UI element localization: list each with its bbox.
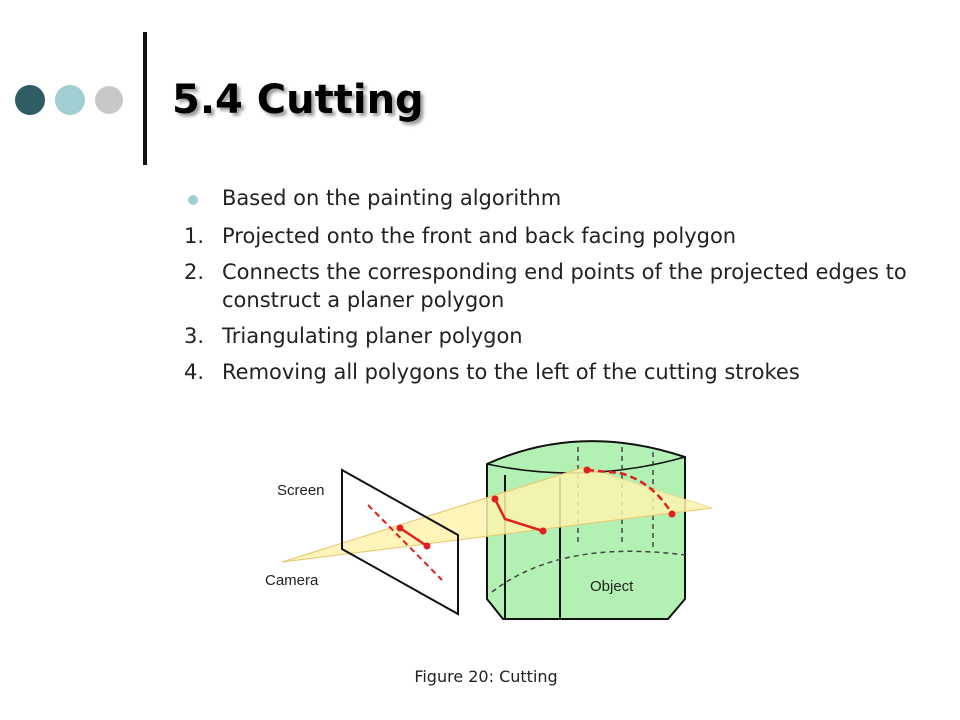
projection-ray-bottom bbox=[281, 507, 713, 563]
screen-plane bbox=[341, 468, 459, 616]
screen-stroke-dashed bbox=[367, 504, 443, 581]
step-number: 2. bbox=[184, 260, 205, 284]
slide-content: Based on the painting algorithm 1. Proje… bbox=[184, 184, 944, 386]
projection-ray-top bbox=[281, 466, 586, 563]
decorative-dot-dark bbox=[15, 85, 45, 115]
object-hidden-base bbox=[491, 550, 686, 593]
stroke-point bbox=[396, 524, 404, 532]
slide-title: 5.4 Cutting bbox=[172, 77, 424, 123]
step-item-4: 4. Removing all polygons to the left of … bbox=[184, 358, 944, 386]
cutting-diagram: Screen Camera Object bbox=[265, 440, 713, 620]
back-stroke bbox=[586, 468, 674, 515]
stroke-point bbox=[668, 510, 676, 518]
step-number: 4. bbox=[184, 360, 205, 384]
screen-stroke bbox=[399, 526, 428, 548]
bullet-dot-icon bbox=[188, 195, 198, 205]
stroke-point bbox=[491, 495, 499, 503]
bullet-text: Based on the painting algorithm bbox=[222, 186, 562, 210]
step-number: 3. bbox=[184, 324, 205, 348]
stroke-point bbox=[539, 527, 547, 535]
step-text: Connects the corresponding end points of… bbox=[222, 260, 907, 312]
screen-label: Screen bbox=[277, 482, 325, 499]
bullet-item: Based on the painting algorithm bbox=[184, 184, 944, 212]
step-number: 1. bbox=[184, 224, 205, 248]
decorative-dot-teal bbox=[55, 85, 85, 115]
cutting-figure: Screen Camera Object bbox=[260, 427, 722, 644]
object-label: Object bbox=[590, 578, 634, 595]
stroke-point bbox=[423, 542, 431, 550]
front-stroke bbox=[493, 498, 544, 533]
step-text: Triangulating planer polygon bbox=[222, 324, 523, 348]
title-divider bbox=[143, 32, 147, 165]
step-item-3: 3. Triangulating planer polygon bbox=[184, 322, 944, 350]
step-item-1: 1. Projected onto the front and back fac… bbox=[184, 222, 944, 250]
camera-label: Camera bbox=[265, 572, 319, 589]
stroke-point bbox=[583, 466, 591, 474]
decorative-dot-gray bbox=[95, 86, 123, 114]
figure-caption: Figure 20: Cutting bbox=[414, 667, 558, 686]
step-text: Projected onto the front and back facing… bbox=[222, 224, 737, 248]
step-item-2: 2. Connects the corresponding end points… bbox=[184, 258, 944, 314]
step-text: Removing all polygons to the left of the… bbox=[222, 360, 800, 384]
